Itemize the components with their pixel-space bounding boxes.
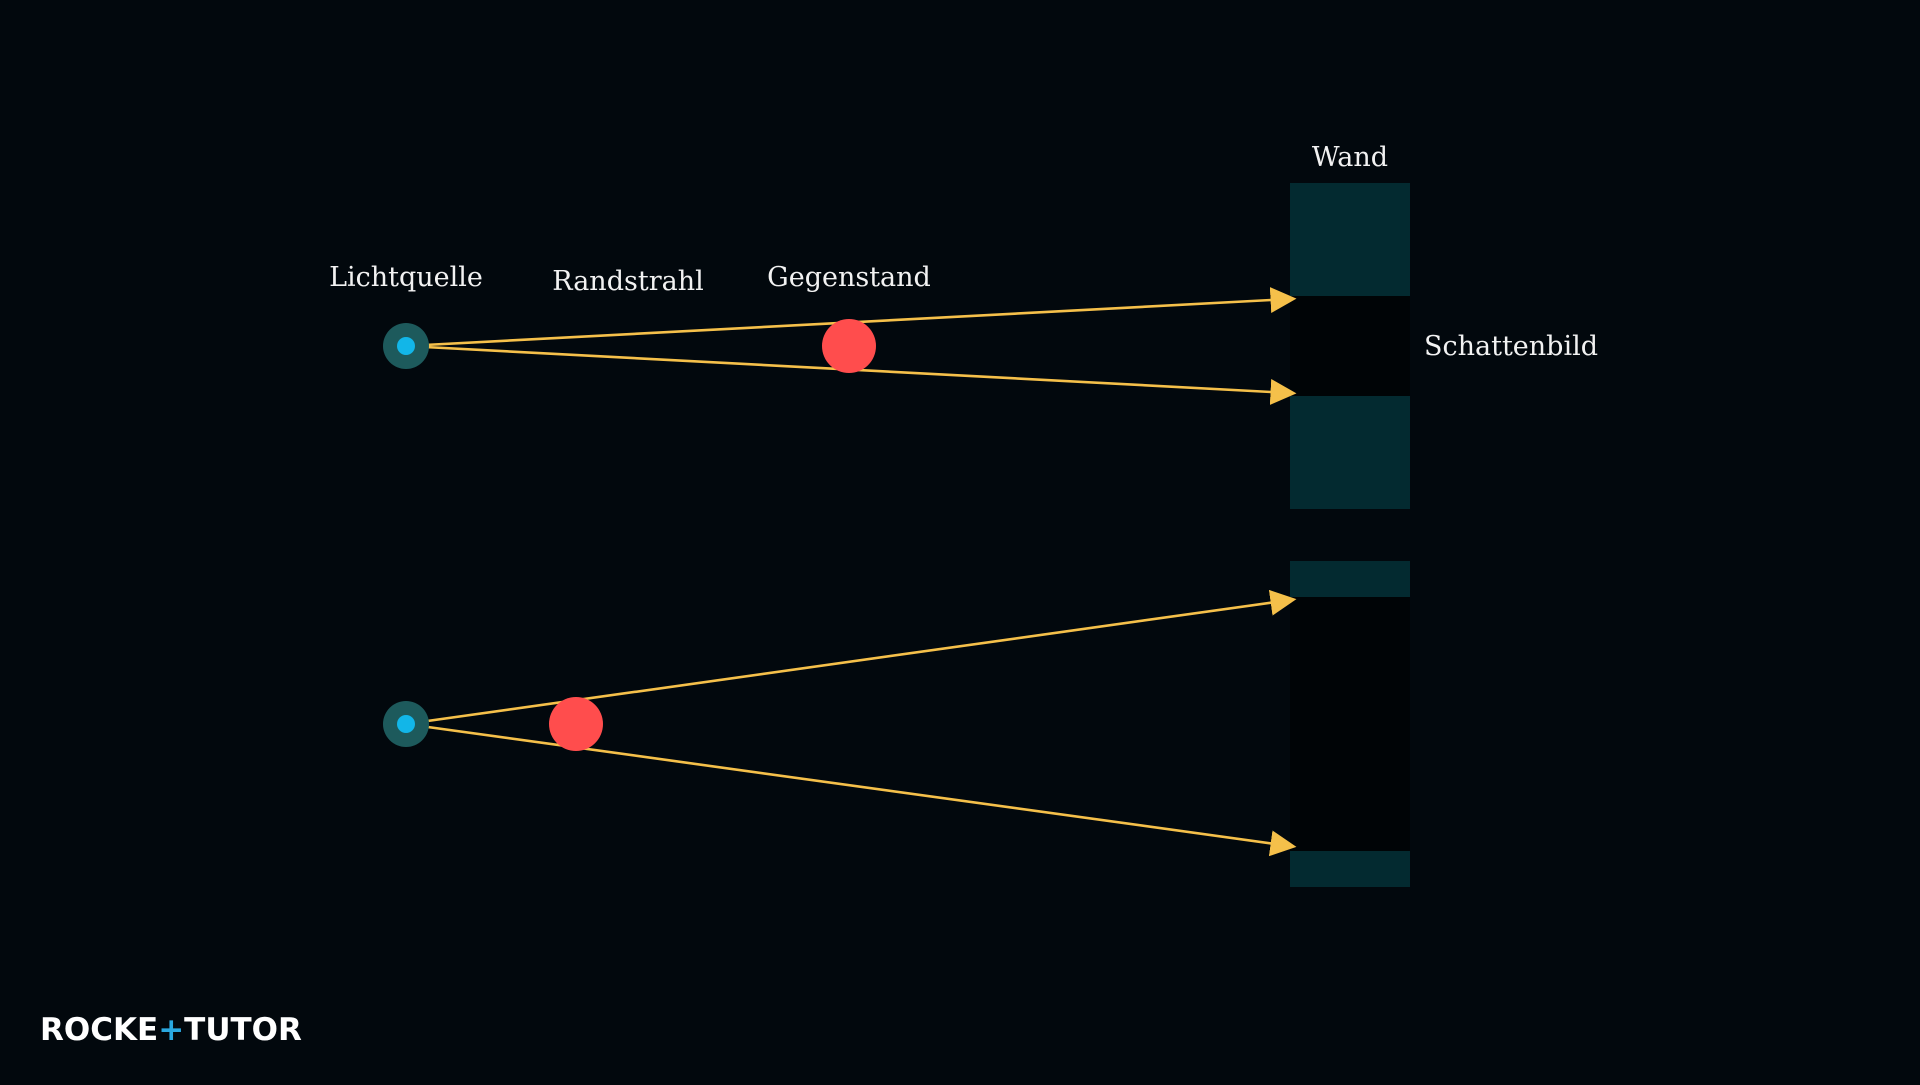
svg-text:ROCKE+TUTOR: ROCKE+TUTOR [40, 1012, 302, 1048]
logo-text-r: R [278, 1012, 302, 1048]
edge-ray-bottom-lower [405, 722, 1297, 857]
rocket-tutor-logo: ROCKE+TUTOR [40, 1012, 302, 1048]
label-object: Gegenstand [767, 262, 931, 293]
label-shadow: Schattenbild [1424, 331, 1598, 362]
shadow-region-top [1290, 296, 1410, 396]
logo-text-rocke: ROCKE [40, 1012, 158, 1048]
logo-text-tuto: TUTO [184, 1012, 278, 1048]
light-source-core [397, 337, 415, 355]
label-edge-ray: Randstrahl [552, 266, 703, 297]
scene-bottom [383, 561, 1410, 887]
scene-top: Lichtquelle Randstrahl Gegenstand Wand S… [329, 142, 1598, 509]
label-wall: Wand [1312, 142, 1388, 173]
object-ball-top [822, 319, 876, 373]
light-source-core [397, 715, 415, 733]
logo-plus: + [158, 1012, 184, 1048]
shadow-region-bottom [1290, 597, 1410, 851]
object-ball-bottom [549, 697, 603, 751]
edge-ray-bottom-upper [405, 589, 1297, 726]
label-light-source: Lichtquelle [329, 262, 483, 293]
